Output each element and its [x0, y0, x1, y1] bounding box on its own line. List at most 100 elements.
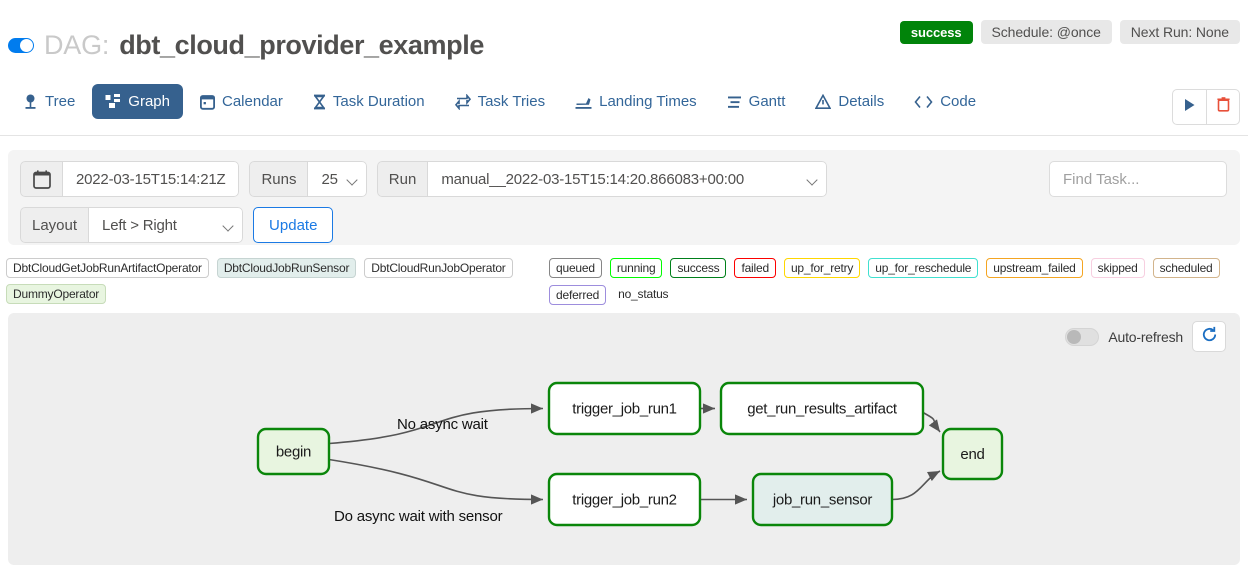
tab-label: Graph: [128, 93, 170, 110]
layout-group: Layout Left > Right: [20, 207, 244, 243]
run-label: Run: [376, 161, 428, 197]
graph-node-label: get_run_results_artifact: [747, 400, 898, 417]
toolbar-row-secondary: Layout Left > Right Update: [20, 207, 334, 243]
operator-legend: DbtCloudGetJobRunArtifactOperator DbtClou…: [6, 258, 536, 304]
refresh-button[interactable]: [1192, 321, 1226, 352]
status-legend-chip[interactable]: up_for_reschedule: [868, 258, 979, 278]
graph-node[interactable]: job_run_sensor: [751, 472, 894, 527]
tab-graph[interactable]: Graph: [92, 84, 183, 119]
tab-task-tries[interactable]: Task Tries: [442, 84, 559, 119]
tab-label: Task Duration: [332, 93, 425, 110]
status-badge[interactable]: success: [899, 20, 973, 44]
tab-details[interactable]: Details: [802, 84, 897, 119]
status-legend-no-status: no_status: [618, 287, 669, 301]
legend: DbtCloudGetJobRunArtifactOperator DbtClou…: [0, 258, 1248, 306]
status-legend-chip[interactable]: up_for_retry: [783, 258, 861, 278]
graph-edge-label: Do async wait with sensor: [334, 508, 503, 525]
status-legend: queued running success failed up_for_retry up…: [549, 258, 1248, 305]
tab-task-duration[interactable]: Task Duration: [300, 84, 438, 119]
graph-edge: [891, 470, 941, 501]
tab-code[interactable]: Code: [901, 84, 989, 119]
dag-nav-bar: Tree Graph Calendar Task Duration Task T: [0, 78, 1248, 136]
warning-triangle-icon: [815, 93, 832, 110]
gantt-icon: [727, 94, 742, 110]
run-select-group: Run manual__2022-03-15T15:14:20.866083+0…: [376, 161, 828, 197]
toolbar-row-primary: 2022-03-15T15:14:21Z Runs 25 Run manual_…: [20, 161, 828, 197]
tab-tree[interactable]: Tree: [10, 84, 88, 119]
graph-node-label: trigger_job_run1: [572, 400, 676, 417]
calendar-icon: [200, 94, 215, 110]
dag-graph[interactable]: begin trigger_job_run1 get_run_results_art…: [8, 313, 1240, 565]
auto-refresh-toggle[interactable]: [1065, 327, 1100, 346]
header-badges: success Schedule: @once Next Run: None: [899, 20, 1240, 44]
dag-label: DAG:: [44, 30, 110, 60]
base-date-group: 2022-03-15T15:14:21Z: [20, 161, 240, 197]
graph-node[interactable]: trigger_job_run1: [547, 381, 702, 436]
hourglass-icon: [313, 94, 326, 110]
runs-label: Runs: [249, 161, 308, 197]
graph-edge: [328, 458, 544, 505]
tab-calendar[interactable]: Calendar: [187, 84, 296, 119]
trigger-dag-button[interactable]: [1173, 90, 1206, 124]
graph-nodes: begin trigger_job_run1 get_run_results_art…: [256, 381, 1004, 527]
status-legend-chip[interactable]: deferred: [549, 285, 607, 305]
tab-label: Tree: [45, 93, 76, 110]
dag-run-select[interactable]: manual__2022-03-15T15:14:20.866083+00:00: [427, 161, 828, 197]
base-date-input[interactable]: 2022-03-15T15:14:21Z: [62, 161, 240, 197]
tab-landing-times[interactable]: Landing Times: [562, 84, 710, 119]
graph-edge-label: No async wait: [397, 416, 489, 433]
dag-name: dbt_cloud_provider_example: [119, 30, 484, 60]
landing-icon: [575, 94, 592, 110]
status-legend-chip[interactable]: running: [609, 258, 663, 278]
tab-list: Tree Graph Calendar Task Duration Task T: [10, 84, 989, 119]
graph-node-label: begin: [276, 443, 311, 460]
graph-edge: [328, 403, 544, 445]
graph-node[interactable]: end: [941, 427, 1004, 481]
graph-node[interactable]: get_run_results_artifact: [719, 381, 925, 436]
graph-panel: Auto-refresh begin trigger_job_run1 get_ru…: [8, 313, 1240, 565]
graph-node-label: trigger_job_run2: [572, 491, 676, 508]
dag-toolbar: 2022-03-15T15:14:21Z Runs 25 Run manual_…: [8, 150, 1240, 245]
calendar-icon[interactable]: [20, 161, 62, 197]
graph-edge-labels: No async wait Do async wait with sensor: [334, 416, 503, 525]
schedule-badge[interactable]: Schedule: @once: [980, 20, 1112, 44]
operator-legend-chip[interactable]: DbtCloudRunJobOperator: [364, 258, 513, 278]
layout-select[interactable]: Left > Right: [88, 207, 244, 243]
status-legend-chip[interactable]: queued: [549, 258, 602, 278]
layout-label: Layout: [20, 207, 89, 243]
graph-icon: [105, 94, 121, 109]
graph-node[interactable]: trigger_job_run2: [547, 472, 702, 527]
num-runs-group: Runs 25: [249, 161, 367, 197]
next-run-badge[interactable]: Next Run: None: [1119, 20, 1240, 44]
dag-action-buttons: [1172, 89, 1240, 125]
graph-node-label: end: [960, 446, 984, 463]
operator-legend-chip[interactable]: DbtCloudGetJobRunArtifactOperator: [6, 258, 209, 278]
code-icon: [914, 95, 933, 109]
tree-icon: [23, 94, 38, 110]
tab-label: Calendar: [222, 93, 283, 110]
auto-refresh-label: Auto-refresh: [1108, 328, 1183, 345]
operator-legend-chip[interactable]: DummyOperator: [6, 284, 107, 304]
status-legend-chip[interactable]: success: [670, 258, 727, 278]
operator-legend-chip[interactable]: DbtCloudJobRunSensor: [216, 258, 357, 278]
graph-node[interactable]: begin: [256, 427, 331, 476]
graph-edge: [922, 411, 941, 433]
status-legend-chip[interactable]: failed: [734, 258, 776, 278]
graph-node-label: job_run_sensor: [772, 491, 873, 508]
num-runs-select[interactable]: 25: [307, 161, 367, 197]
status-legend-chip[interactable]: upstream_failed: [986, 258, 1083, 278]
graph-edges: [328, 403, 941, 505]
auto-refresh-controls: Auto-refresh: [1065, 321, 1226, 352]
status-legend-chip[interactable]: skipped: [1090, 258, 1145, 278]
tab-label: Landing Times: [599, 93, 697, 110]
find-task-input[interactable]: Find Task...: [1049, 161, 1227, 197]
status-legend-chip[interactable]: scheduled: [1152, 258, 1220, 278]
update-button[interactable]: Update: [253, 207, 334, 243]
retry-icon: [454, 93, 471, 110]
tab-label: Details: [838, 93, 885, 110]
page-title: DAG: dbt_cloud_provider_example: [8, 30, 484, 61]
delete-dag-button[interactable]: [1206, 90, 1239, 124]
tab-gantt[interactable]: Gantt: [714, 84, 799, 119]
dag-header: DAG: dbt_cloud_provider_example success …: [0, 0, 1248, 72]
toggle-on-icon[interactable]: [8, 38, 34, 53]
